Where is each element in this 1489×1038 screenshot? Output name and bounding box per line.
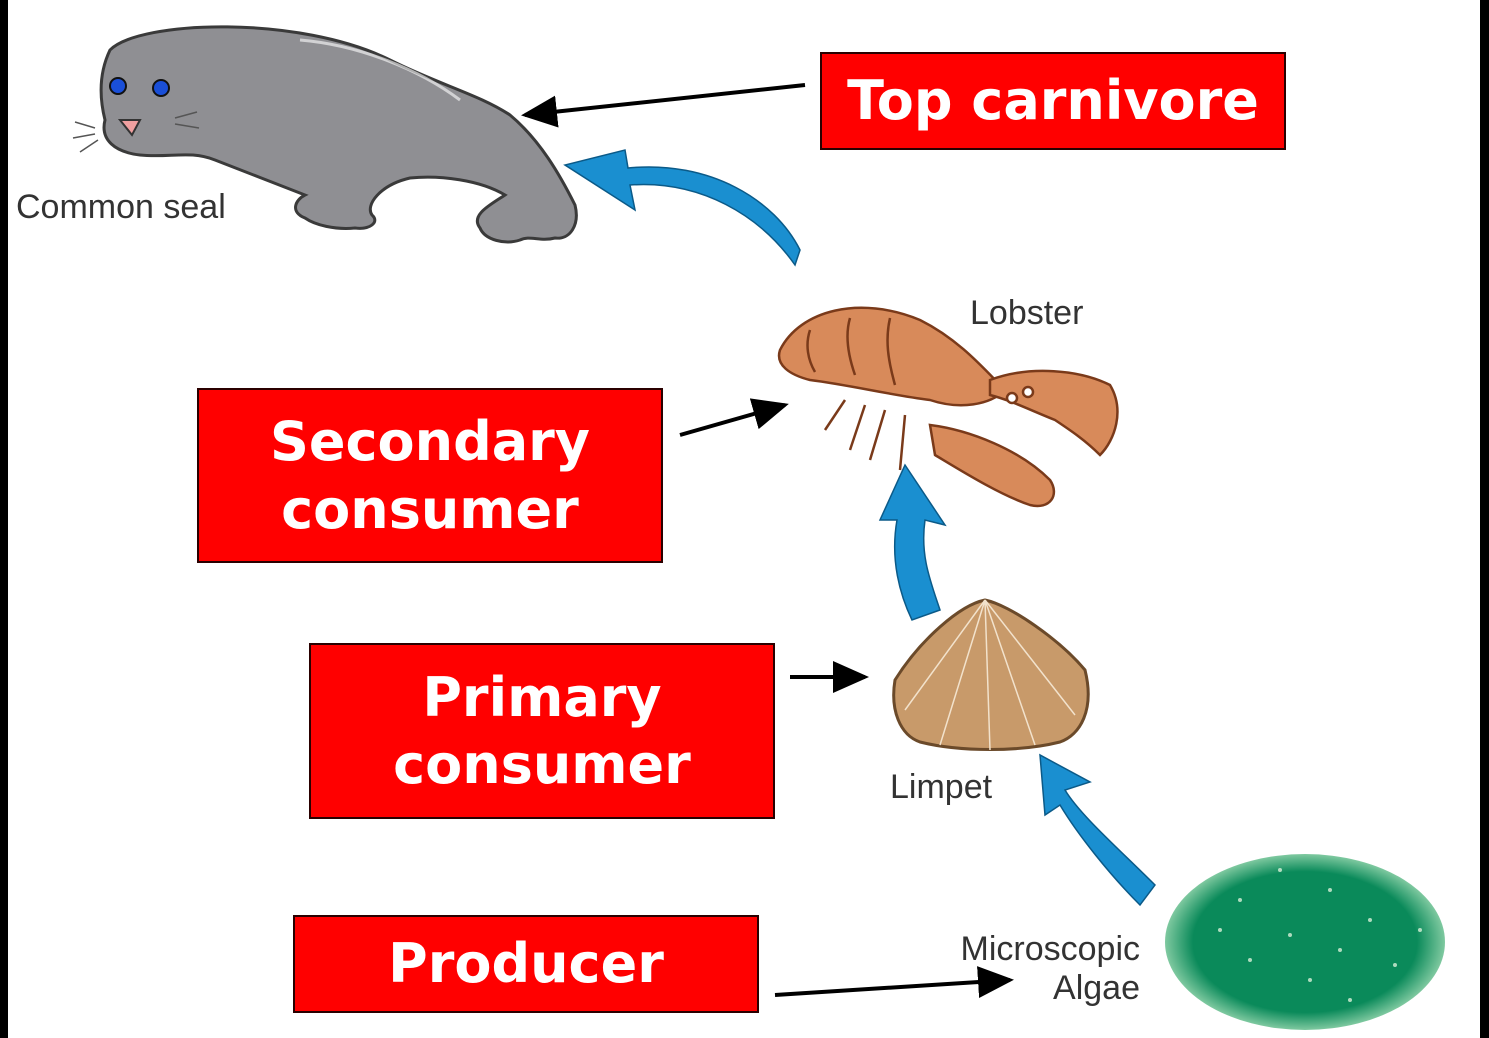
primary-consumer-line2: consumer bbox=[393, 731, 691, 799]
producer-box: Producer bbox=[293, 915, 759, 1013]
algae-label-line2: Algae bbox=[1053, 969, 1140, 1007]
top-carnivore-text: Top carnivore bbox=[847, 67, 1259, 135]
lobster-label: Lobster bbox=[970, 294, 1083, 333]
primary-consumer-box: Primary consumer bbox=[309, 643, 775, 819]
top-carnivore-box: Top carnivore bbox=[820, 52, 1286, 150]
pointer-arrow-top-carnivore bbox=[525, 85, 805, 115]
energy-arrow-lobster-to-seal bbox=[565, 150, 800, 265]
energy-arrow-algae-to-limpet bbox=[1040, 755, 1155, 905]
secondary-consumer-line2: consumer bbox=[281, 476, 579, 544]
algae-label-line1: Microscopic bbox=[961, 930, 1140, 968]
producer-text: Producer bbox=[388, 930, 664, 998]
secondary-consumer-box: Secondary consumer bbox=[197, 388, 663, 563]
algae-label: Microscopic Algae bbox=[920, 930, 1140, 1008]
seal-label: Common seal bbox=[16, 188, 226, 227]
energy-arrow-limpet-to-lobster bbox=[880, 465, 945, 620]
pointer-arrow-secondary bbox=[680, 405, 785, 435]
limpet-label: Limpet bbox=[890, 768, 992, 807]
primary-consumer-line1: Primary bbox=[422, 664, 661, 732]
secondary-consumer-line1: Secondary bbox=[270, 408, 590, 476]
algae-icon bbox=[1165, 854, 1445, 1030]
lobster-icon bbox=[779, 308, 1117, 506]
limpet-icon bbox=[894, 600, 1088, 750]
